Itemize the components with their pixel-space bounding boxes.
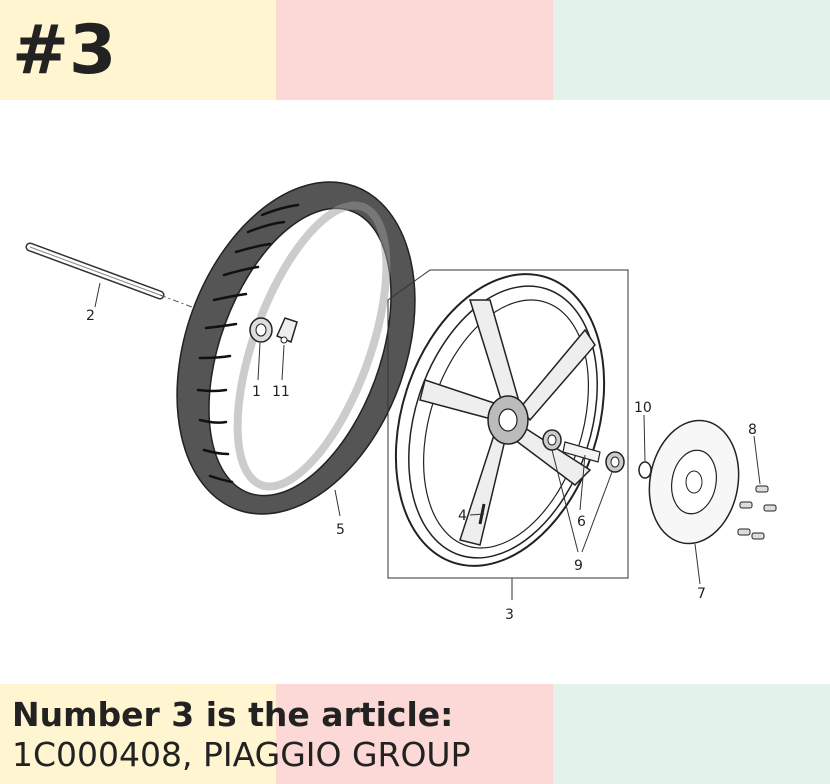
header-band-yellow — [0, 0, 276, 100]
callout-10: 10 — [634, 400, 652, 416]
brake-disc — [648, 419, 740, 545]
callout-8: 8 — [748, 422, 757, 438]
leader-lines — [94, 282, 761, 600]
header-band — [0, 0, 830, 100]
disc-screws — [737, 485, 777, 540]
washer — [638, 461, 652, 479]
callout-1: 1 — [252, 384, 261, 400]
callout-4: 4 — [458, 508, 467, 524]
footer-band-mint — [553, 684, 830, 784]
bearings-and-spacer — [542, 429, 625, 473]
callout-7: 7 — [697, 586, 706, 602]
footer-band-yellow — [0, 684, 276, 784]
caption-headline: Number 3 is the article: — [12, 695, 454, 734]
callout-6: 6 — [577, 514, 586, 530]
header-band-pink — [276, 0, 553, 100]
caption-article: 1C000408, PIAGGIO GROUP — [12, 735, 471, 774]
callout-2: 2 — [86, 308, 95, 324]
callout-11: 11 — [272, 384, 290, 400]
wheel-rim — [387, 269, 629, 579]
callout-3: 3 — [505, 607, 514, 623]
header-band-mint — [553, 0, 830, 100]
footer-band-pink — [276, 684, 553, 784]
callout-5: 5 — [336, 522, 345, 538]
callout-9: 9 — [574, 558, 583, 574]
spacer-and-plate — [249, 317, 298, 344]
footer-band — [0, 684, 830, 784]
exploded-wheel-diagram: 2 1 11 5 3 4 9 6 10 7 8 — [25, 181, 777, 623]
page-title: #3 — [12, 11, 117, 90]
